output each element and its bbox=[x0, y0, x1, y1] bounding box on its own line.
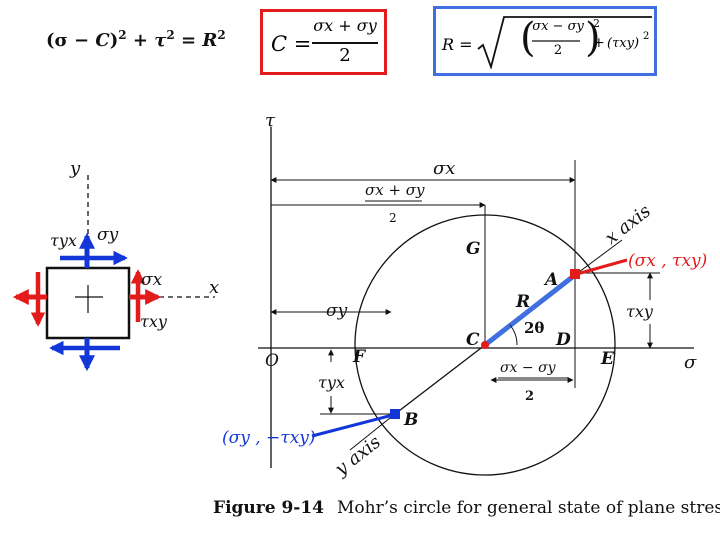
radius-lhs: R = bbox=[442, 35, 473, 54]
sigma-y-dim-label: σy bbox=[326, 301, 348, 321]
tau-yx-dim-label: τyx bbox=[318, 373, 345, 392]
x-axis-line bbox=[574, 239, 623, 276]
point-A-marker bbox=[570, 269, 580, 279]
diff-numerator: σx − σy bbox=[500, 360, 557, 376]
caption-label: Figure 9-14 bbox=[213, 498, 324, 518]
caption-text: Mohr’s circle for general state of plane… bbox=[337, 498, 720, 518]
point-B-label: B bbox=[403, 410, 418, 430]
element-tau-yx: τyx bbox=[50, 231, 77, 250]
coord-A-label: (σx , τxy) bbox=[628, 251, 707, 271]
eq-c: C bbox=[95, 30, 110, 51]
point-G-label: G bbox=[466, 239, 481, 259]
element-sigma-x: σx bbox=[141, 270, 163, 290]
center-denominator: 2 bbox=[339, 45, 351, 66]
element-tau-xy: τxy bbox=[140, 312, 168, 331]
paren-left: ( bbox=[520, 15, 536, 61]
point-B-marker bbox=[390, 409, 400, 419]
radius-plus: + bbox=[593, 35, 605, 51]
point-E-label: E bbox=[600, 349, 615, 369]
x-axis-label: x axis bbox=[601, 201, 655, 249]
avg-numerator: σx + σy bbox=[365, 181, 425, 199]
eq-tau: τ bbox=[154, 30, 167, 51]
radius-tau: (τxy) bbox=[607, 36, 640, 51]
point-C-label: C bbox=[466, 330, 480, 350]
radius-formula-box: R = ( ) σx − σy 2 2 + (τxy) 2 bbox=[433, 6, 657, 76]
point-R-label: R bbox=[515, 292, 530, 312]
center-lhs: C = bbox=[271, 32, 312, 56]
eq-plus: + bbox=[126, 30, 155, 51]
center-fraction-bar bbox=[312, 42, 378, 44]
point-A-label: A bbox=[543, 270, 558, 290]
radius-sq1: 2 bbox=[593, 17, 600, 30]
diff-denominator: 2 bbox=[525, 389, 534, 404]
eq-close: ) bbox=[109, 30, 119, 51]
center-point bbox=[481, 341, 489, 349]
tau-xy-dim-label: τxy bbox=[626, 302, 654, 321]
paren-right: ) bbox=[585, 15, 601, 61]
radius-numerator: σx − σy bbox=[532, 19, 584, 34]
eq-equals: = bbox=[174, 30, 203, 51]
radius-denominator: 2 bbox=[553, 43, 563, 58]
origin-label: O bbox=[265, 351, 279, 371]
mohr-circle-plot bbox=[258, 127, 694, 476]
avg-denominator: 2 bbox=[389, 211, 397, 225]
eq-sq1: 2 bbox=[118, 28, 127, 42]
point-D-label: D bbox=[555, 330, 571, 350]
circle-equation: (σ − C)2 + τ2 = R2 bbox=[46, 28, 226, 51]
stress-element bbox=[12, 175, 215, 372]
element-y-label: y bbox=[69, 158, 81, 179]
coord-B-label: (σy , −τxy) bbox=[222, 428, 316, 448]
angle-label: 2θ bbox=[524, 319, 544, 337]
radius-sq2: 2 bbox=[643, 31, 650, 42]
radius-segment bbox=[483, 273, 577, 347]
y-axis-line bbox=[349, 413, 396, 451]
sigma-axis-label: σ bbox=[684, 352, 697, 373]
eq-r: R bbox=[202, 30, 218, 51]
element-x-label: x bbox=[209, 277, 219, 298]
eq-open: (σ − bbox=[46, 30, 96, 51]
y-axis-label: y axis bbox=[330, 432, 385, 481]
sqrt-sign-icon: ( ) bbox=[477, 15, 652, 69]
eq-sq2: 2 bbox=[166, 28, 175, 42]
center-formula-box: C = σx + σy 2 bbox=[260, 9, 387, 75]
element-sigma-y: σy bbox=[97, 225, 119, 245]
eq-sq3: 2 bbox=[217, 28, 226, 42]
tau-axis-label: τ bbox=[265, 110, 276, 131]
point-F-label: F bbox=[352, 347, 367, 367]
sigma-x-dim-label: σx bbox=[433, 158, 455, 179]
center-numerator: σx + σy bbox=[313, 16, 377, 35]
